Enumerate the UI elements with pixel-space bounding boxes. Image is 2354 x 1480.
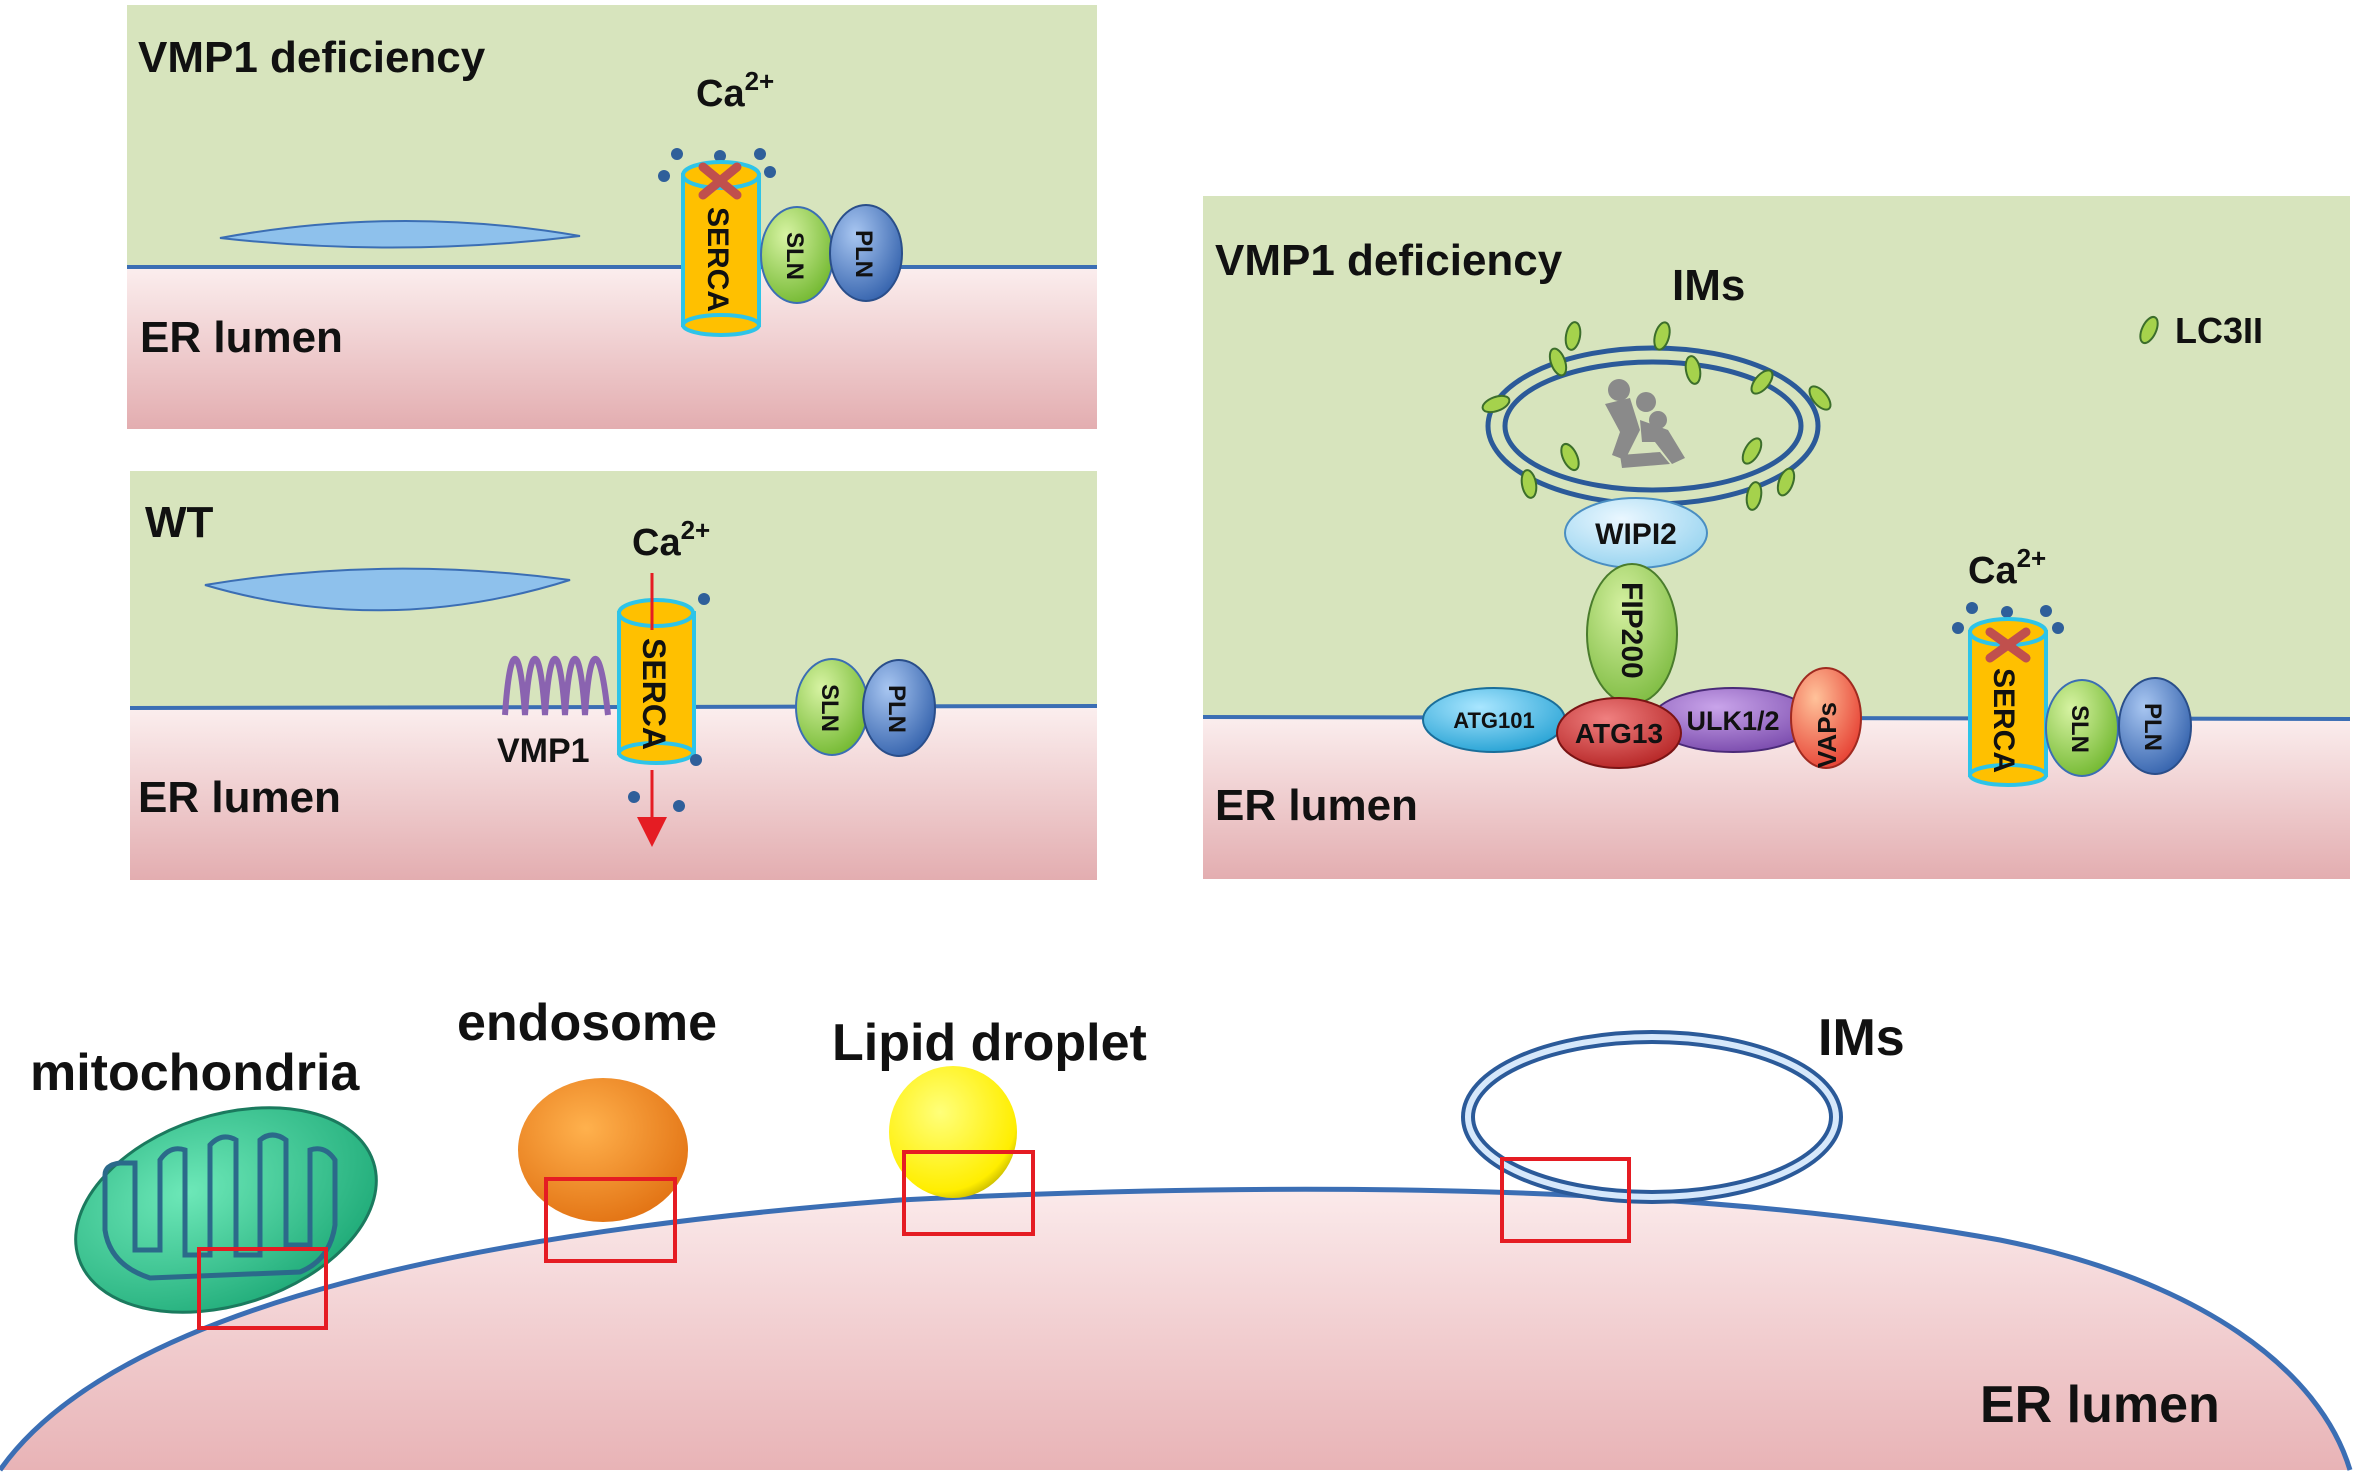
serca-pump: SERCA xyxy=(681,160,761,337)
panel-title: VMP1 deficiency xyxy=(138,33,486,82)
er-lumen-label: ER lumen xyxy=(140,313,343,362)
calcium-ion xyxy=(754,148,766,160)
calcium-ion xyxy=(690,754,702,766)
sln-protein: SLN xyxy=(795,658,869,756)
calcium-ion xyxy=(658,170,670,182)
lc3ii-legend-icon xyxy=(2139,315,2159,345)
fip200-protein: FIP200 xyxy=(1586,563,1678,705)
panel-title: WT xyxy=(145,498,214,547)
lens-structure xyxy=(219,220,581,249)
atg101-protein: ATG101 xyxy=(1422,687,1566,753)
lipid-droplet-organelle xyxy=(889,1066,1017,1198)
calcium-ion xyxy=(628,791,640,803)
calcium-ion xyxy=(2001,606,2013,618)
contact-site-box xyxy=(902,1150,1035,1236)
contact-site-box xyxy=(1500,1157,1631,1243)
serca-label: SERCA xyxy=(701,207,734,312)
calcium-ion xyxy=(698,593,710,605)
er-lumen-label: ER lumen xyxy=(1215,781,1418,830)
pln-protein: PLN xyxy=(829,204,903,302)
calcium-ion xyxy=(2052,622,2064,634)
pln-label: PLN xyxy=(883,685,910,733)
panel-title: VMP1 deficiency xyxy=(1215,236,1563,285)
atg13-label: ATG13 xyxy=(1575,718,1663,749)
isolation-membrane xyxy=(1481,321,1832,511)
pln-protein: PLN xyxy=(862,659,936,757)
wipi2-label: WIPI2 xyxy=(1595,518,1677,551)
er-lumen-area xyxy=(130,708,1097,880)
er-lumen-label: ER lumen xyxy=(138,773,341,822)
endosome-label: endosome xyxy=(457,994,717,1052)
cytosol-area xyxy=(1203,196,2350,717)
sln-label: SLN xyxy=(2066,705,2093,753)
lens-structure xyxy=(204,567,571,612)
lc3ii-puncta xyxy=(1481,321,1832,511)
ims-label: IMs xyxy=(1818,1009,1905,1067)
endosome-organelle xyxy=(518,1078,688,1222)
panel-bottom: ER lumen mitochondria endosome Lipid dro… xyxy=(0,994,2353,1472)
calcium-label: Ca2+ xyxy=(1968,543,2046,592)
cargo-icon xyxy=(1605,379,1685,468)
calcium-ion xyxy=(1966,602,1978,614)
fip200-label: FIP200 xyxy=(1615,582,1648,679)
sln-protein: SLN xyxy=(2045,679,2119,777)
vaps-label: VAPs xyxy=(1812,702,1842,768)
vmp1-helix-icon xyxy=(502,656,611,716)
contact-site-box xyxy=(544,1177,677,1263)
wipi2-protein: WIPI2 xyxy=(1564,497,1708,569)
calcium-ion xyxy=(673,800,685,812)
calcium-ion xyxy=(764,166,776,178)
calcium-ion xyxy=(671,148,683,160)
panel-top-left: VMP1 deficiency ER lumen Ca2+ SERCA SLN xyxy=(127,5,1097,429)
er-lumen-area xyxy=(127,267,1097,429)
calcium-label: Ca2+ xyxy=(632,515,710,564)
cristae-icon xyxy=(102,1132,338,1281)
serca-label: SERCA xyxy=(1987,668,2020,773)
sln-protein: SLN xyxy=(760,206,834,304)
vaps-protein: VAPs xyxy=(1790,667,1862,769)
serca-pump: SERCA xyxy=(1968,617,2048,787)
lc3ii-legend-label: LC3II xyxy=(2175,310,2263,351)
pln-label: PLN xyxy=(850,230,877,278)
cytosol-area xyxy=(127,5,1097,267)
mitochondria-label: mitochondria xyxy=(30,1044,360,1102)
contact-site-box xyxy=(197,1247,328,1330)
panel-right: VMP1 deficiency IMs ER lumen LC3II xyxy=(1202,196,2351,879)
lipid-droplet-label: Lipid droplet xyxy=(832,1014,1147,1072)
panel-wt: WT ER lumen Ca2+ VMP1 SERCA SLN PLN xyxy=(129,471,1098,880)
blocked-cross-icon xyxy=(1985,627,2031,663)
atg101-label: ATG101 xyxy=(1453,708,1535,733)
isolation-membrane xyxy=(1461,1030,1843,1204)
er-lumen-label: ER lumen xyxy=(1980,1376,2220,1434)
vmp1-label: VMP1 xyxy=(497,732,590,770)
atg13-protein: ATG13 xyxy=(1556,697,1682,769)
calcium-ion xyxy=(714,150,726,162)
pln-label: PLN xyxy=(2139,703,2166,751)
er-membrane xyxy=(129,704,1098,710)
ulk-protein: ULK1/2 xyxy=(1651,687,1815,753)
calcium-ion xyxy=(1952,622,1964,634)
blocked-cross-icon xyxy=(698,162,742,200)
calcium-label: Ca2+ xyxy=(696,66,774,115)
ims-label: IMs xyxy=(1672,261,1745,310)
serca-label: SERCA xyxy=(636,638,672,750)
pln-protein: PLN xyxy=(2118,677,2192,775)
calcium-ion xyxy=(2040,605,2052,617)
sln-label: SLN xyxy=(816,684,843,732)
er-membrane xyxy=(0,1186,2353,1472)
mitochondria-organelle xyxy=(74,1106,378,1314)
serca-pump: SERCA xyxy=(617,598,696,765)
sln-label: SLN xyxy=(781,232,808,280)
ulk-label: ULK1/2 xyxy=(1686,706,1779,736)
